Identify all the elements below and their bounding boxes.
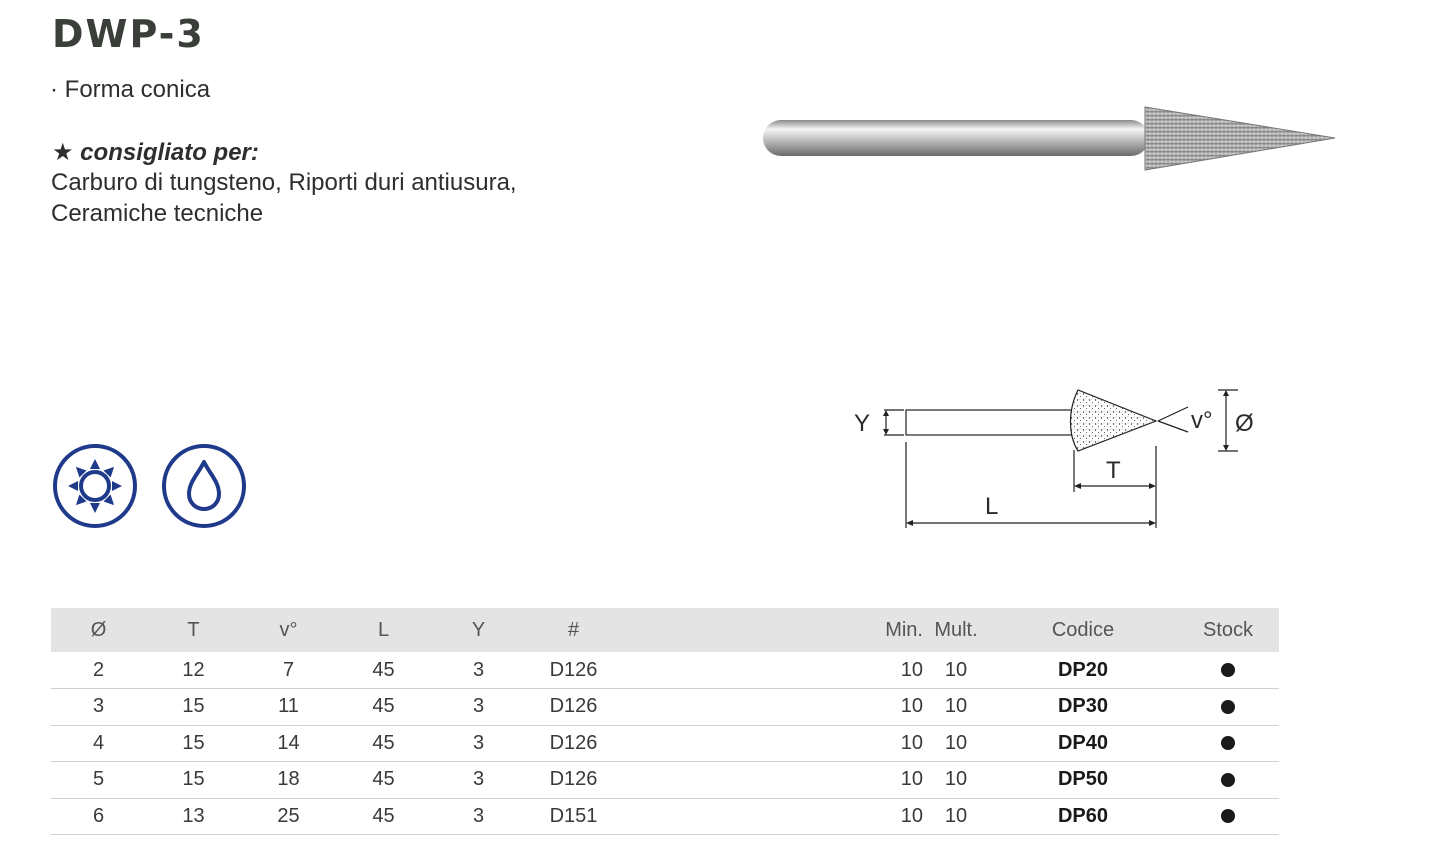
cell-stock	[1177, 652, 1279, 689]
cell-stock	[1177, 689, 1279, 726]
cell-l: 45	[372, 731, 395, 754]
cell-stock	[1177, 798, 1279, 835]
cell-grit: D151	[549, 804, 598, 827]
cell-min: 10	[900, 658, 923, 681]
product-title: DWP-3	[52, 12, 205, 56]
cell-mult: 10	[944, 658, 968, 681]
table-row: 5 15 18 45 3 D126 10 10 DP50	[51, 762, 1279, 799]
table-row: 6 13 25 45 3 D151 10 10 DP60	[51, 798, 1279, 835]
cell-t: 15	[182, 731, 205, 754]
cell-l: 45	[372, 695, 395, 718]
in-stock-dot-icon	[1221, 736, 1235, 751]
cell-stock	[1177, 725, 1279, 762]
cell-t: 12	[182, 658, 205, 681]
cell-y: 3	[472, 731, 485, 754]
cell-angle: 14	[277, 731, 300, 754]
cell-diameter: 3	[92, 695, 105, 718]
col-header-code: Codice	[1051, 618, 1115, 641]
col-header-y: Y	[471, 618, 486, 641]
cell-stock	[1177, 762, 1279, 799]
cell-t: 15	[182, 695, 205, 718]
cell-code: DP50	[1057, 768, 1109, 791]
table-row: 4 15 14 45 3 D126 10 10 DP40	[51, 725, 1279, 762]
cell-angle: 11	[278, 695, 299, 718]
dim-label-l: L	[985, 493, 998, 520]
cell-y: 3	[472, 768, 485, 791]
cell-t: 15	[182, 768, 205, 791]
dim-label-t: T	[1106, 457, 1121, 484]
cell-grit: D126	[549, 731, 598, 754]
recommended-heading: ★ consigliato per:	[52, 139, 259, 166]
cell-mult: 10	[944, 804, 968, 827]
cell-code: DP60	[1057, 804, 1109, 827]
cell-l: 45	[372, 804, 395, 827]
dimension-drawing: Y v° Ø T L	[854, 389, 1254, 528]
cell-code: DP40	[1057, 731, 1109, 754]
cell-grit: D126	[549, 768, 598, 791]
cell-l: 45	[372, 768, 395, 791]
col-header-stock: Stock	[1202, 618, 1254, 641]
col-header-mult: Mult.	[934, 618, 978, 641]
dim-label-diameter: Ø	[1235, 410, 1254, 437]
cell-diameter: 6	[92, 804, 105, 827]
col-header-t: T	[187, 618, 200, 641]
cell-angle: 25	[277, 804, 300, 827]
spec-table: Ø T v° L Y # Min. Mult. Codice Stock 2 12…	[51, 608, 1279, 835]
col-header-min: Min.	[885, 618, 923, 641]
cell-t: 13	[182, 804, 205, 827]
cell-y: 3	[472, 695, 485, 718]
in-stock-dot-icon	[1221, 772, 1235, 787]
cell-y: 3	[472, 804, 485, 827]
in-stock-dot-icon	[1221, 699, 1235, 714]
col-header-angle: v°	[279, 618, 298, 641]
cell-code: DP30	[1057, 695, 1109, 718]
cell-diameter: 4	[92, 731, 105, 754]
col-header-l: L	[377, 618, 390, 641]
dim-label-y: Y	[854, 410, 870, 437]
dry-grinding-icon	[53, 444, 137, 528]
cell-grit: D126	[549, 695, 598, 718]
cell-diameter: 2	[92, 658, 105, 681]
table-row: 3 15 11 45 3 D126 10 10 DP30	[51, 689, 1279, 726]
tool-photo	[763, 106, 1336, 171]
cell-angle: 7	[282, 658, 295, 681]
wet-grinding-icon	[162, 444, 246, 528]
cell-min: 10	[900, 804, 923, 827]
cell-mult: 10	[944, 695, 968, 718]
cell-min: 10	[900, 695, 923, 718]
cell-mult: 10	[944, 768, 968, 791]
cell-diameter: 5	[92, 768, 105, 791]
table-row: 2 12 7 45 3 D126 10 10 DP20	[51, 652, 1279, 689]
recommended-materials-line2: Ceramiche tecniche	[51, 200, 264, 227]
cell-min: 10	[900, 768, 923, 791]
cell-angle: 18	[277, 768, 300, 791]
in-stock-dot-icon	[1221, 663, 1235, 678]
col-header-grit: #	[567, 618, 580, 641]
recommended-materials-line1: Carburo di tungsteno, Riporti duri antiu…	[51, 169, 517, 196]
cell-grit: D126	[549, 658, 598, 681]
cell-l: 45	[372, 658, 395, 681]
in-stock-dot-icon	[1221, 809, 1235, 824]
table-header-row: Ø T v° L Y # Min. Mult. Codice Stock	[51, 608, 1279, 652]
cell-mult: 10	[944, 731, 968, 754]
shape-description: · Forma conica	[50, 76, 211, 103]
cell-min: 10	[900, 731, 923, 754]
cell-y: 3	[472, 658, 485, 681]
cell-code: DP20	[1057, 658, 1109, 681]
dim-label-angle: v°	[1191, 407, 1213, 434]
col-header-diameter: Ø	[90, 618, 107, 641]
